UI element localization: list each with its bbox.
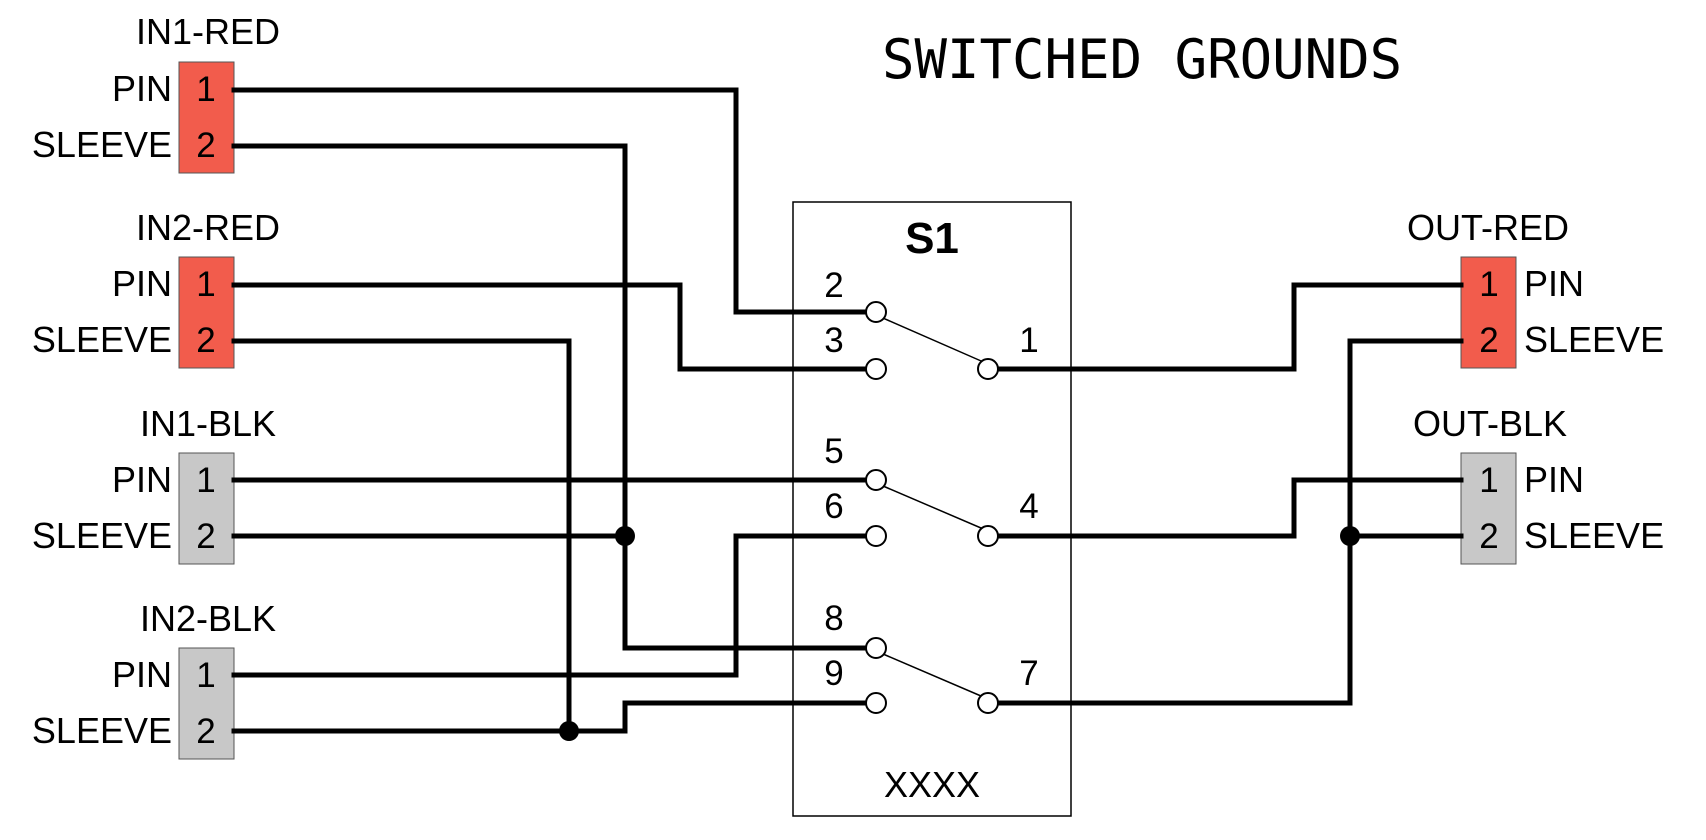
connector-out-blk: OUT-BLK 1 2 PIN SLEEVE: [1413, 403, 1664, 565]
switch-terminal: [865, 525, 887, 547]
wire-in2-blk-sleeve: [231, 700, 869, 734]
connector-out-red: OUT-RED 1 2 PIN SLEEVE: [1407, 207, 1664, 369]
switch-pin-number: 7: [1019, 654, 1038, 693]
diagram-title: SWITCHED GROUNDS: [882, 28, 1402, 91]
wires: [231, 87, 1464, 734]
switch-terminal: [977, 358, 999, 380]
switch-pin-number: 2: [824, 266, 843, 305]
switch-part-number: XXXX: [884, 764, 980, 805]
pin-number: 1: [196, 70, 215, 109]
sleeve-number: 2: [196, 712, 215, 751]
wire-in1-red-sleeve: [231, 143, 869, 651]
connector-name: IN2-BLK: [140, 598, 276, 639]
switch-terminal: [977, 692, 999, 714]
connector-name: IN2-RED: [136, 207, 280, 248]
connector-name: IN1-BLK: [140, 403, 276, 444]
connector-body: [178, 256, 235, 369]
connector-in1-red: IN1-RED 1 2 PIN SLEEVE: [32, 11, 280, 174]
pin-label: PIN: [112, 654, 172, 695]
sleeve-number: 2: [196, 321, 215, 360]
switch-pole: [875, 314, 989, 365]
wire-in2-blk-pin: [231, 533, 869, 678]
connector-body: [178, 647, 235, 760]
wire-s1-pin4-out-blk: [995, 477, 1464, 539]
switch-pin-number: 1: [1019, 321, 1038, 360]
sleeve-label: SLEEVE: [32, 515, 172, 556]
sleeve-number: 2: [196, 517, 215, 556]
switch-terminal: [865, 637, 887, 659]
sleeve-number: 2: [1479, 321, 1498, 360]
switch-s1: S1 XXXX 2 3 1 5 6 4 8 9 7: [792, 201, 1072, 817]
switch-terminal: [865, 358, 887, 380]
switch-terminal: [865, 301, 887, 323]
switch-poles: [875, 314, 989, 700]
switch-pin-number: 4: [1019, 487, 1038, 526]
switch-terminal: [865, 692, 887, 714]
sleeve-label: SLEEVE: [32, 319, 172, 360]
pin-number: 1: [1479, 265, 1498, 304]
switch-pin-number: 3: [824, 321, 843, 360]
sleeve-label: SLEEVE: [1524, 319, 1664, 360]
wire-in1-red-pin: [231, 87, 869, 315]
junction-dot: [1340, 526, 1360, 546]
pin-number: 1: [196, 461, 215, 500]
connector-in2-blk: IN2-BLK 1 2 PIN SLEEVE: [32, 598, 276, 760]
wire-s1-pin7-out-sleeves: [995, 338, 1464, 706]
switch-terminal: [977, 525, 999, 547]
wire-s1-pin1-out-red: [995, 282, 1464, 372]
sleeve-label: SLEEVE: [32, 710, 172, 751]
connector-name: OUT-BLK: [1413, 403, 1567, 444]
switch-pin-number: 6: [824, 487, 843, 526]
pin-label: PIN: [1524, 459, 1584, 500]
sleeve-number: 2: [1479, 517, 1498, 556]
connector-body: [178, 61, 235, 174]
connector-body: [178, 452, 235, 565]
pin-label: PIN: [112, 459, 172, 500]
pin-label: PIN: [112, 68, 172, 109]
connector-name: OUT-RED: [1407, 207, 1569, 248]
connector-body: [1460, 256, 1517, 369]
connector-in1-blk: IN1-BLK 1 2 PIN SLEEVE: [32, 403, 276, 565]
connector-in2-red: IN2-RED 1 2 PIN SLEEVE: [32, 207, 280, 369]
switch-pin-number: 5: [824, 432, 843, 471]
switch-terminals: [865, 301, 999, 714]
sleeve-label: SLEEVE: [1524, 515, 1664, 556]
pin-label: PIN: [1524, 263, 1584, 304]
junction-dot: [615, 526, 635, 546]
pin-label: PIN: [112, 263, 172, 304]
switch-terminal: [865, 469, 887, 491]
wire-in2-red-sleeve: [231, 338, 572, 734]
pin-number: 1: [196, 265, 215, 304]
switch-pole: [875, 650, 989, 700]
sleeve-number: 2: [196, 126, 215, 165]
switch-body: [792, 201, 1072, 817]
junctions: [559, 526, 1360, 741]
connector-name: IN1-RED: [136, 11, 280, 52]
pin-number: 1: [196, 656, 215, 695]
connector-body: [1460, 452, 1517, 565]
switch-pin-number: 9: [824, 654, 843, 693]
pin-number: 1: [1479, 461, 1498, 500]
switch-name: S1: [905, 214, 959, 263]
sleeve-label: SLEEVE: [32, 124, 172, 165]
wire-in2-red-pin: [231, 282, 869, 372]
switch-pole: [875, 482, 989, 532]
switch-pin-number: 8: [824, 599, 843, 638]
junction-dot: [559, 721, 579, 741]
